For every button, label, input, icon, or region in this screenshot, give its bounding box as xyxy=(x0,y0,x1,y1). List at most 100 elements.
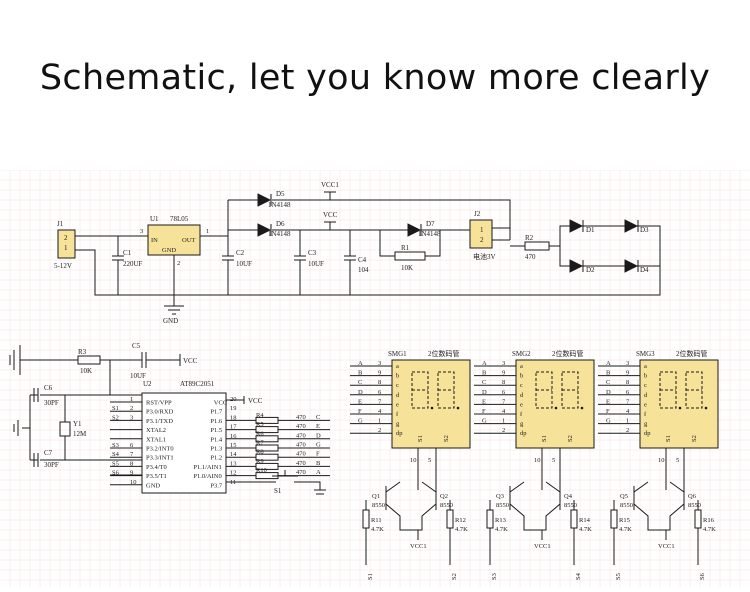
display-seg-label: c xyxy=(644,382,647,389)
u2-right-pin-label: P1.6 xyxy=(210,418,222,425)
u2-left-pin-label: XTAL1 xyxy=(146,436,166,443)
display-body xyxy=(515,359,595,449)
transistor-ref: Q2 xyxy=(440,493,448,500)
display-pin-number: 3 xyxy=(502,360,505,367)
u2-right-pin-label: P3.7 xyxy=(210,482,222,489)
d3-label: D3 xyxy=(640,226,649,234)
display-bottom-pin: 10 xyxy=(410,457,417,464)
transistor-ref: Q6 xyxy=(688,493,697,500)
resistor-bank-value: 470 xyxy=(296,423,306,430)
display-net: G xyxy=(606,418,611,425)
display-seg-label: dp xyxy=(644,430,651,437)
resistor-bank-net: B xyxy=(316,460,321,467)
resistor-bank-ref: R7 xyxy=(256,440,264,447)
r2-value: 470 xyxy=(525,253,536,261)
c3-value: 10UF xyxy=(308,260,324,268)
base-resistor-ref: R14 xyxy=(579,517,591,524)
j2-value: 电池3V xyxy=(473,252,496,261)
seven-seg-digit xyxy=(561,371,584,410)
display-bottom-pin: 5 xyxy=(428,457,431,464)
d5-value: 1N4148 xyxy=(268,201,291,209)
transistor-model: 8550 xyxy=(496,502,509,509)
resistor-bank-ref: R8 xyxy=(256,449,264,456)
u2-right-pin-number: 15 xyxy=(230,442,237,449)
c5-value: 10UF xyxy=(130,372,146,380)
schematic-canvas: J1 2 1 5-12V U1 78L05 IN OUT GND 3 1 2 C… xyxy=(0,169,750,587)
display-bottom-pin: 5 xyxy=(676,457,679,464)
base-resistor xyxy=(610,509,618,529)
display-seg-label: c xyxy=(396,382,399,389)
display-pin-number: 2 xyxy=(502,427,505,434)
c3-label: C3 xyxy=(308,249,317,257)
u2-left-pin-number: 7 xyxy=(130,451,134,458)
u2-right-pin-number: 17 xyxy=(230,424,237,431)
c1-value: 220UF xyxy=(123,260,143,268)
display-pin-number: 4 xyxy=(378,408,382,415)
c2-value: 10UF xyxy=(236,260,252,268)
u2-left-pin-label: P3.5/T1 xyxy=(146,473,167,480)
u2-right-pin-label: P1.7 xyxy=(210,409,222,416)
display-pin-number: 6 xyxy=(626,389,630,396)
u2-right-pin-label: P1.4 xyxy=(210,436,222,443)
display-pin-number: 9 xyxy=(626,370,629,377)
display-net: C xyxy=(358,379,362,386)
base-resistor-ref: R12 xyxy=(455,517,466,524)
display-pin-number: 2 xyxy=(378,427,381,434)
display-body xyxy=(639,359,719,449)
resistor-bank-net: C xyxy=(316,414,320,421)
u2-left-net: S3 xyxy=(112,442,119,449)
u1-label: U1 xyxy=(150,215,159,223)
resistor-bank-net: E xyxy=(316,423,320,430)
display-pin-number: 4 xyxy=(502,408,506,415)
j1-pin2: 2 xyxy=(64,234,68,242)
display-net: A xyxy=(358,360,363,367)
y1-value: 12M xyxy=(73,430,87,438)
base-resistor-ref: R15 xyxy=(619,517,630,524)
base-resistor-value: 4.7K xyxy=(495,526,508,533)
gnd-flag: GND xyxy=(163,317,178,325)
display-title: 2位数码管 xyxy=(428,349,460,358)
base-resistor xyxy=(362,509,370,529)
display-bottom-pin: 5 xyxy=(552,457,555,464)
d7-label: D7 xyxy=(426,220,435,228)
c7-label: C7 xyxy=(44,449,53,457)
display-seg-label: g xyxy=(520,421,524,428)
display-seg-label: a xyxy=(520,363,523,370)
display-net: G xyxy=(358,418,363,425)
display-net: B xyxy=(358,370,363,377)
display-seg-label: b xyxy=(644,373,647,380)
display-seg-label: f xyxy=(520,411,523,418)
display-seg-label: e xyxy=(396,401,399,408)
seven-seg-digit xyxy=(659,371,682,410)
display-net: C xyxy=(482,379,486,386)
u2-label: U2 xyxy=(143,380,152,388)
d4-label: D4 xyxy=(640,266,649,274)
transistor-symbol xyxy=(509,481,542,531)
transistor-symbol xyxy=(404,481,437,531)
j2-battery xyxy=(469,219,493,249)
transistor-symbol xyxy=(528,481,561,531)
headline: Schematic, let you know more clearly xyxy=(39,58,711,98)
display-pin-number: 3 xyxy=(378,360,381,367)
base-resistor-value: 4.7K xyxy=(703,526,716,533)
resistor-bank-ref: R6 xyxy=(256,430,264,437)
display-title: 2位数码管 xyxy=(552,349,584,358)
transistor-model: 8550 xyxy=(688,502,701,509)
c1-label: C1 xyxy=(123,249,132,257)
r3-label: R3 xyxy=(78,348,87,356)
display-seg-label: b xyxy=(396,373,399,380)
resistor-bank-ref: R4 xyxy=(256,412,264,419)
display-net: E xyxy=(358,398,362,405)
display-bottom-pin: 10 xyxy=(658,457,665,464)
display-pin-number: 1 xyxy=(626,418,629,425)
u2-left-pin-number: 9 xyxy=(130,470,133,477)
u2-left-pin-number: 6 xyxy=(130,442,134,449)
d6-label: D6 xyxy=(276,220,285,228)
u2-right-pin-label: P1.5 xyxy=(210,427,222,434)
